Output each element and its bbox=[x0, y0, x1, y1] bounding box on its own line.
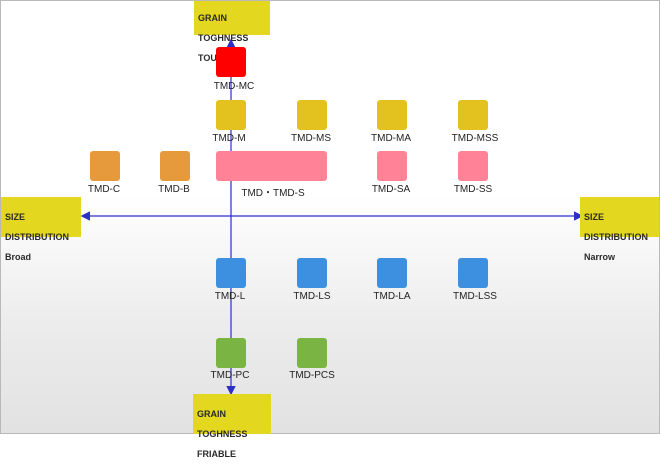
axis-label-line: FRIABLE bbox=[197, 449, 236, 459]
product-label-tmd-mss: TMD-MSS bbox=[451, 133, 499, 144]
product-box-tmd-la bbox=[377, 258, 407, 288]
product-label-tmd-b: TMD-B bbox=[158, 184, 190, 195]
axis-label-line: TOGHNESS bbox=[197, 429, 248, 439]
product-box-tmd-pcs bbox=[297, 338, 327, 368]
product-box-tmd-b bbox=[160, 151, 190, 181]
product-box-tmd-sa bbox=[377, 151, 407, 181]
axis-label-line: TOUGH bbox=[198, 53, 231, 63]
product-box-tmd-c bbox=[90, 151, 120, 181]
product-label-tmd-ls: TMD-LS bbox=[293, 291, 331, 302]
axis-label-line: Broad bbox=[5, 252, 32, 262]
product-label-tmd-sa: TMD-SA bbox=[371, 184, 411, 195]
product-label-tmd-c: TMD-C bbox=[87, 184, 121, 195]
product-label-tmd-tmds: TMD・TMD-S bbox=[241, 188, 305, 199]
product-label-tmd-l: TMD-L bbox=[214, 291, 246, 302]
product-label-tmd-m: TMD-M bbox=[212, 133, 246, 144]
axis-label-line: Narrow bbox=[584, 252, 616, 262]
axis-label-line: TOGHNESS bbox=[198, 33, 249, 43]
product-label-tmd-mc: TMD-MC bbox=[213, 81, 255, 92]
product-box-tmd-pc bbox=[216, 338, 246, 368]
product-box-tmd-mss bbox=[458, 100, 488, 130]
axis-label-narrow: SIZE DISTRIBUTION Narrow bbox=[580, 197, 659, 262]
axis-label-line: GRAIN bbox=[197, 409, 226, 419]
axis-label-broad: SIZE DISTRIBUTION Broad bbox=[1, 197, 81, 262]
product-label-tmd-ms: TMD-MS bbox=[291, 133, 331, 144]
product-box-tmd-mc bbox=[216, 47, 246, 77]
axis-label-line: DISTRIBUTION bbox=[584, 232, 648, 242]
product-box-tmd-ms bbox=[297, 100, 327, 130]
product-box-tmd-lss bbox=[458, 258, 488, 288]
product-box-tmd-m bbox=[216, 100, 246, 130]
axis-label-friable: GRAIN TOGHNESS FRIABLE bbox=[193, 394, 271, 459]
product-box-tmd-ls bbox=[297, 258, 327, 288]
axis-label-line: SIZE bbox=[5, 212, 26, 222]
axes bbox=[80, 38, 584, 396]
axis-label-tough: GRAIN TOGHNESS TOUGH bbox=[194, 1, 270, 63]
product-box-tmd-ss bbox=[458, 151, 488, 181]
product-label-tmd-ss: TMD-SS bbox=[453, 184, 493, 195]
product-label-tmd-lss: TMD-LSS bbox=[453, 291, 497, 302]
axis-label-line: SIZE bbox=[584, 212, 605, 222]
product-box-tmd-tmds bbox=[216, 151, 327, 181]
axis-label-line: DISTRIBUTION bbox=[5, 232, 69, 242]
product-label-tmd-pc: TMD-PC bbox=[210, 370, 250, 381]
product-box-tmd-l bbox=[216, 258, 246, 288]
axis-label-line: GRAIN bbox=[198, 13, 227, 23]
product-box-tmd-ma bbox=[377, 100, 407, 130]
product-label-tmd-pcs: TMD-PCS bbox=[289, 370, 335, 381]
product-label-tmd-ma: TMD-MA bbox=[371, 133, 411, 144]
product-label-tmd-la: TMD-LA bbox=[373, 291, 411, 302]
grain-chart: GRAIN TOGHNESS TOUGH GRAIN TOGHNESS FRIA… bbox=[0, 0, 660, 459]
